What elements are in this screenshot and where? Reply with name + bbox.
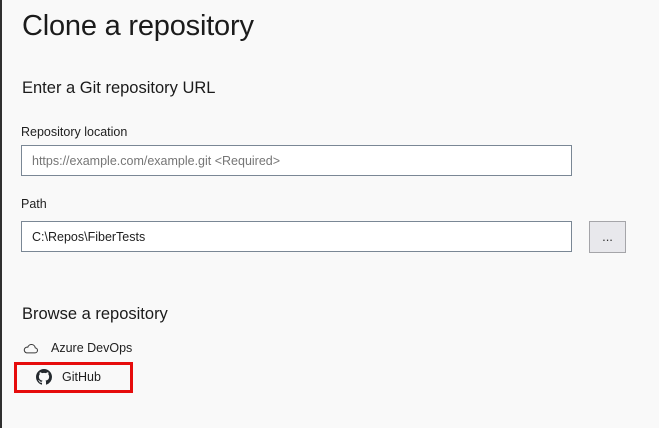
provider-label: Azure DevOps: [51, 341, 133, 355]
provider-item-azure-devops[interactable]: Azure DevOps: [22, 341, 132, 355]
url-section-heading: Enter a Git repository URL: [22, 79, 216, 97]
cloud-icon: [22, 342, 40, 355]
provider-item-github[interactable]: GitHub: [36, 369, 101, 385]
path-input[interactable]: [21, 221, 572, 252]
provider-label: GitHub: [62, 370, 101, 384]
path-label: Path: [21, 197, 47, 211]
browse-path-button[interactable]: ...: [589, 221, 626, 253]
github-icon: [36, 369, 52, 385]
browse-section-heading: Browse a repository: [22, 305, 168, 323]
repository-location-input[interactable]: [21, 145, 572, 176]
repository-location-label: Repository location: [21, 125, 128, 139]
page-title: Clone a repository: [22, 10, 254, 42]
